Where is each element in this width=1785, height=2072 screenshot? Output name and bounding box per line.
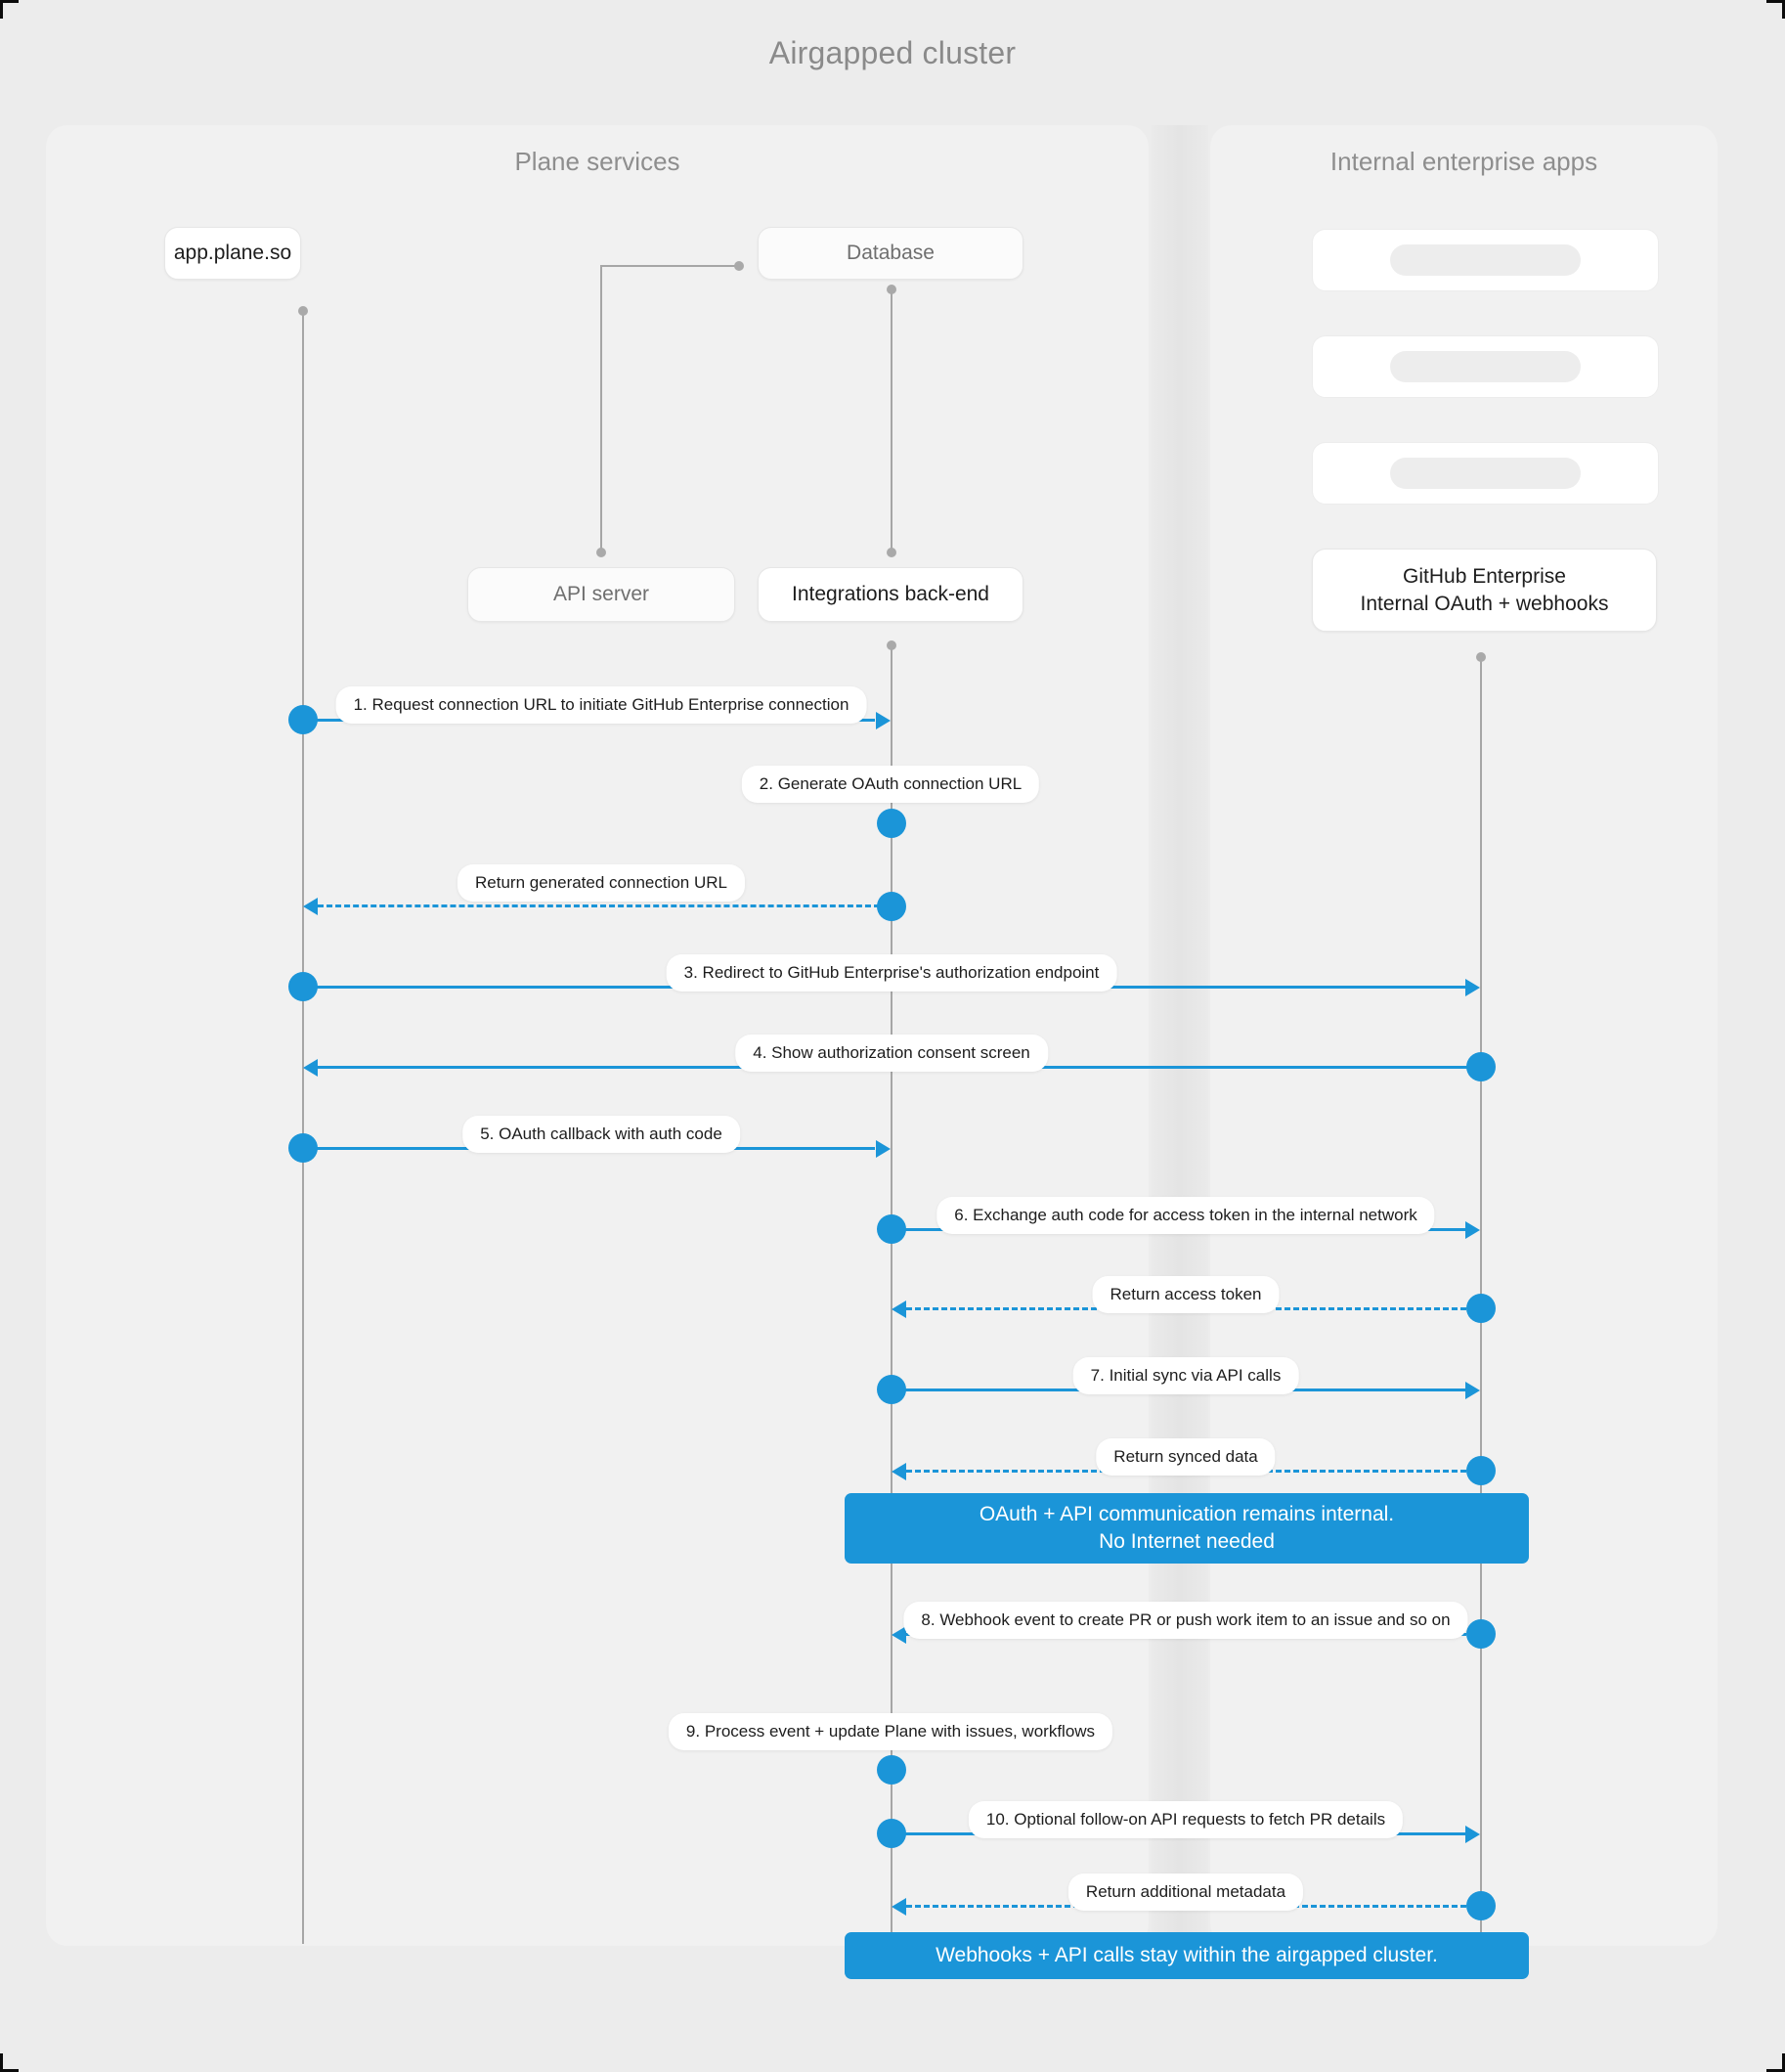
message-arrowhead-8 (892, 1301, 906, 1318)
lifeline-integrations-backend (891, 645, 892, 1944)
node-database[interactable]: Database (758, 227, 1023, 280)
message-source-dot-3 (877, 892, 906, 921)
message-source-dot-7 (877, 1214, 906, 1244)
connector-endpoint-dot-api-server (596, 548, 606, 557)
message-arrowhead-14 (892, 1898, 906, 1916)
message-label-13: 10. Optional follow-on API requests to f… (968, 1801, 1404, 1838)
message-arrowhead-1 (876, 712, 891, 729)
panel-internal-enterprise-apps: Internal enterprise apps (1210, 125, 1718, 1946)
placeholder-pill (1390, 244, 1581, 276)
node-app-plane-so[interactable]: app.plane.so (164, 227, 301, 280)
connector-api-server-vertical (600, 266, 602, 551)
diagram-title: Airgapped cluster (768, 35, 1017, 70)
node-integrations-backend[interactable]: Integrations back-end (758, 567, 1023, 622)
message-arrowhead-4 (1465, 979, 1480, 996)
message-arrowhead-5 (303, 1059, 318, 1077)
lifeline-dot-integrations-backend (887, 640, 896, 650)
message-source-dot-13 (877, 1819, 906, 1848)
message-source-dot-5 (1466, 1052, 1496, 1081)
connector-api-server-horizontal (600, 265, 739, 267)
connector-endpoint-dot-database (734, 261, 744, 271)
crop-mark-top-left (0, 0, 19, 19)
panel-title-plane-services: Plane services (514, 147, 680, 176)
message-arrowhead-3 (303, 898, 318, 915)
message-label-10: Return synced data (1096, 1438, 1276, 1476)
github-enterprise-line-1: GitHub Enterprise (1403, 565, 1566, 589)
placeholder-pill (1390, 458, 1581, 489)
message-label-1: 1. Request connection URL to initiate Gi… (335, 686, 867, 724)
message-label-7: 6. Exchange auth code for access token i… (936, 1197, 1435, 1234)
message-arrowhead-13 (1465, 1826, 1480, 1843)
note-oauth-internal-line-1: OAuth + API communication remains intern… (979, 1502, 1395, 1525)
message-source-dot-8 (1466, 1294, 1496, 1323)
github-enterprise-line-2: Internal OAuth + webhooks (1360, 592, 1609, 615)
message-label-14: Return additional metadata (1067, 1874, 1304, 1911)
message-label-4: 3. Redirect to GitHub Enterprise's autho… (666, 954, 1117, 992)
message-source-dot-6 (288, 1133, 318, 1163)
note-oauth-internal: OAuth + API communication remains intern… (845, 1493, 1529, 1564)
message-source-dot-11 (1466, 1619, 1496, 1649)
message-line-3 (318, 904, 880, 907)
message-arrowhead-11 (892, 1626, 906, 1644)
message-source-dot-1 (288, 705, 318, 734)
lifeline-app-plane-so (302, 311, 304, 1944)
message-label-12: 9. Process event + update Plane with iss… (668, 1713, 1113, 1750)
crop-mark-bottom-right (1766, 2053, 1785, 2072)
message-label-5: 4. Show authorization consent screen (735, 1035, 1048, 1072)
crop-mark-top-right (1766, 0, 1785, 19)
message-source-dot-4 (288, 972, 318, 1001)
message-source-dot-9 (877, 1375, 906, 1404)
enterprise-placeholder-card-3[interactable] (1312, 442, 1659, 505)
message-label-11: 8. Webhook event to create PR or push wo… (903, 1602, 1468, 1639)
panel-title-enterprise-apps: Internal enterprise apps (1329, 147, 1598, 176)
connector-endpoint-dot-database-bottom (887, 285, 896, 294)
note-oauth-internal-line-2: No Internet needed (1099, 1530, 1275, 1553)
node-github-enterprise[interactable]: GitHub Enterprise Internal OAuth + webho… (1312, 549, 1657, 632)
node-api-server[interactable]: API server (467, 567, 735, 622)
message-arrowhead-9 (1465, 1382, 1480, 1399)
message-arrowhead-10 (892, 1463, 906, 1480)
message-self-dot-2 (877, 809, 906, 838)
message-label-3: Return generated connection URL (457, 864, 745, 902)
message-label-6: 5. OAuth callback with auth code (462, 1116, 740, 1153)
note-airgapped-cluster: Webhooks + API calls stay within the air… (845, 1932, 1529, 1979)
message-label-2: 2. Generate OAuth connection URL (741, 766, 1040, 803)
placeholder-pill (1390, 351, 1581, 382)
airgap-separator-band (1152, 125, 1208, 1946)
message-label-8: Return access token (1092, 1276, 1280, 1313)
message-arrowhead-6 (876, 1140, 891, 1158)
connector-endpoint-dot-integrations-top (887, 548, 896, 557)
message-self-dot-12 (877, 1755, 906, 1785)
lifeline-dot-github-enterprise (1476, 652, 1486, 662)
message-arrowhead-7 (1465, 1221, 1480, 1239)
crop-mark-bottom-left (0, 2053, 19, 2072)
message-source-dot-14 (1466, 1891, 1496, 1920)
connector-database-to-integrations (891, 289, 892, 551)
enterprise-placeholder-card-1[interactable] (1312, 229, 1659, 291)
message-label-9: 7. Initial sync via API calls (1072, 1357, 1299, 1394)
lifeline-dot-app-plane-so (298, 306, 308, 316)
enterprise-placeholder-card-2[interactable] (1312, 335, 1659, 398)
message-source-dot-10 (1466, 1456, 1496, 1485)
